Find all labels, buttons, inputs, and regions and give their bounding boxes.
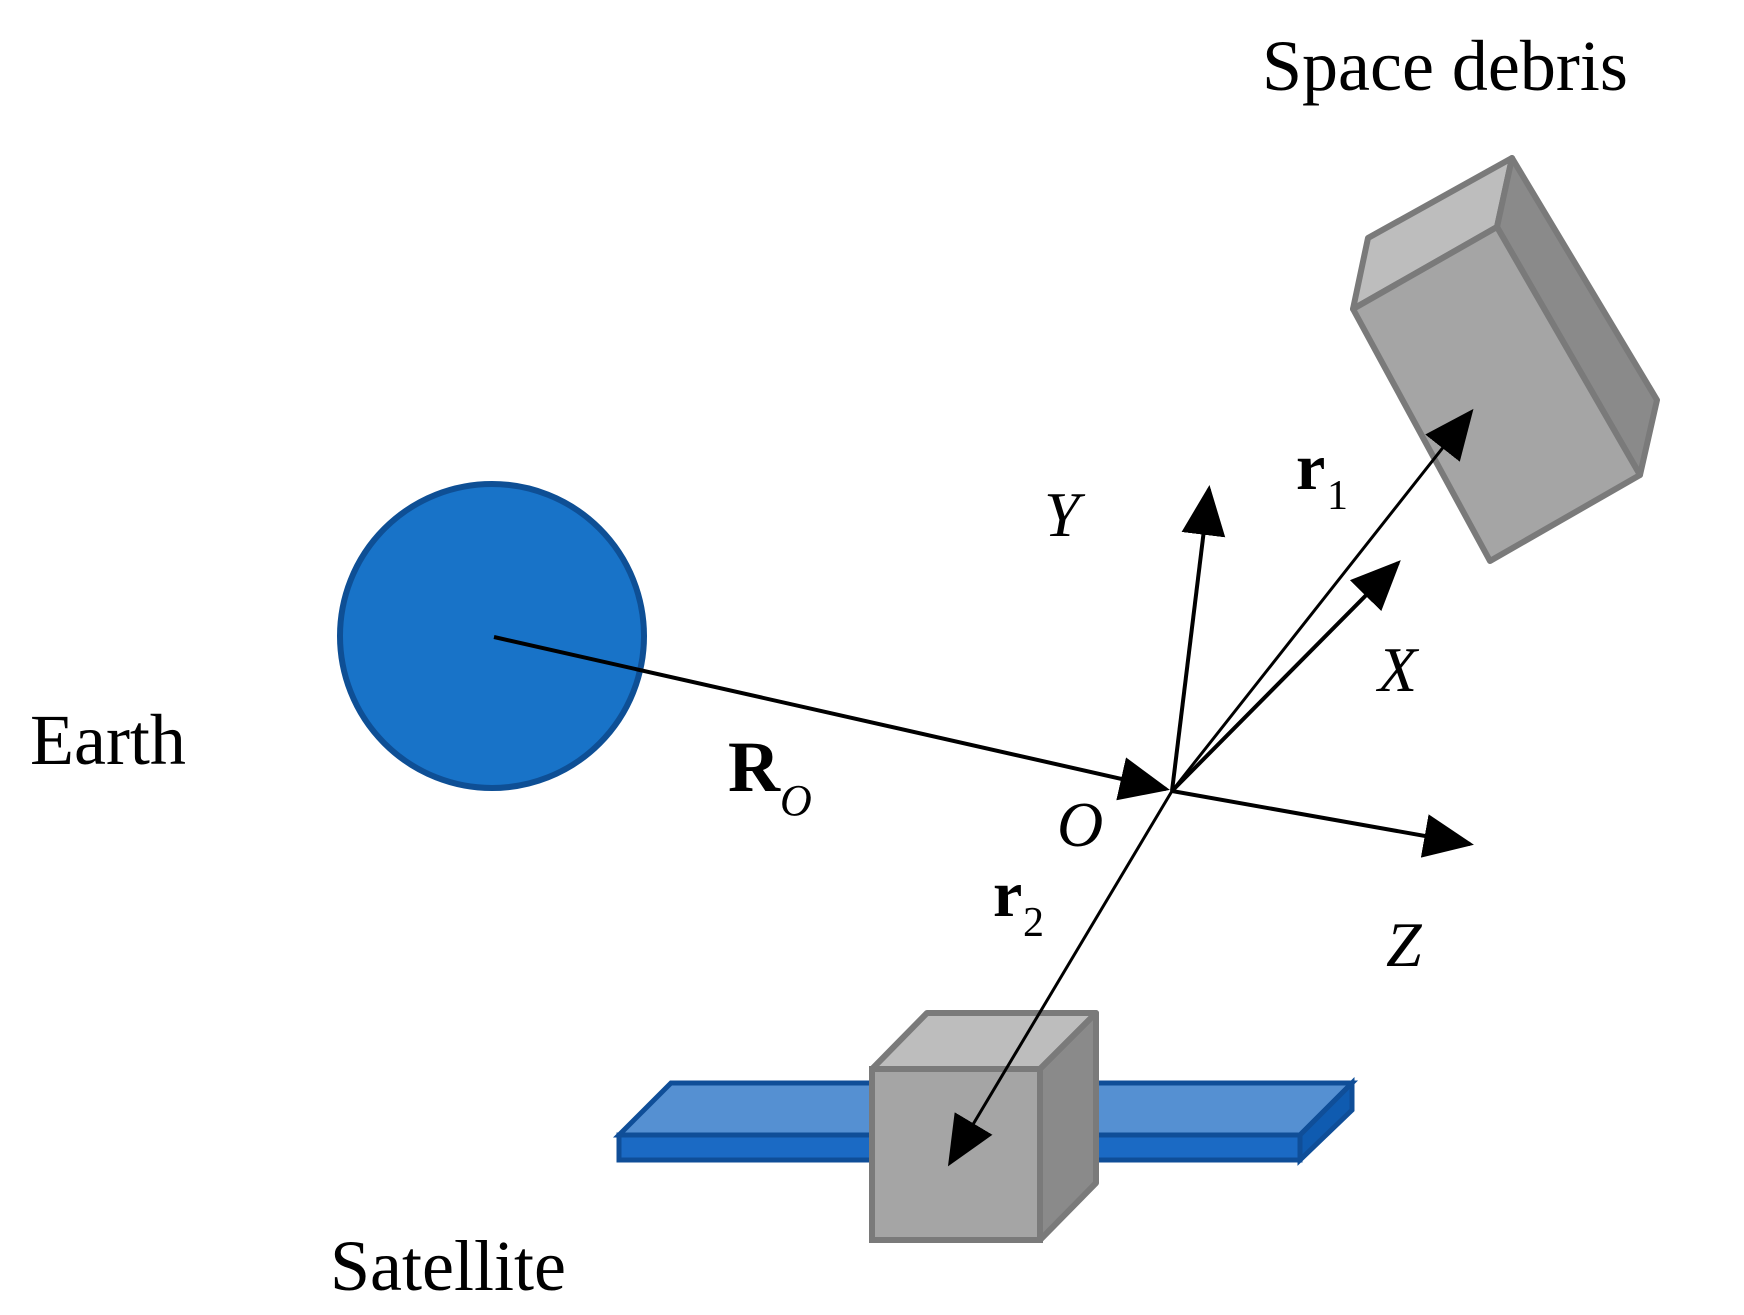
label-earth: Earth (30, 700, 186, 780)
label-vector-R-subscript: O (780, 776, 812, 825)
earth-circle (337, 481, 647, 791)
label-satellite: Satellite (330, 1226, 566, 1306)
vector-r1 (1170, 408, 1474, 792)
label-space-debris: Space debris (1262, 26, 1628, 106)
label-axis-y: Y (1044, 479, 1086, 550)
axis-y-line (1170, 485, 1226, 792)
left-panel-front (616, 1132, 875, 1163)
label-vector-R: R (728, 727, 781, 807)
label-vector-r1: r (1296, 431, 1325, 504)
vector-r2 (947, 790, 1174, 1167)
vector-R-O (493, 635, 1170, 801)
left-panel-top (612, 1080, 875, 1138)
label-origin: O (1057, 789, 1103, 860)
satellite-object (612, 1010, 1359, 1243)
axis-x-line (1170, 560, 1401, 793)
label-axis-z: Z (1386, 909, 1423, 980)
label-vector-r2-subscript: 2 (1023, 900, 1044, 946)
vectors (493, 408, 1474, 1167)
label-vector-r2: r (993, 858, 1022, 931)
axis-z-line (1171, 789, 1474, 858)
label-vector-r1-subscript: 1 (1327, 473, 1348, 519)
debris-front-face (1350, 224, 1643, 564)
label-axis-x: X (1375, 634, 1420, 705)
space-debris-object (1350, 155, 1660, 564)
